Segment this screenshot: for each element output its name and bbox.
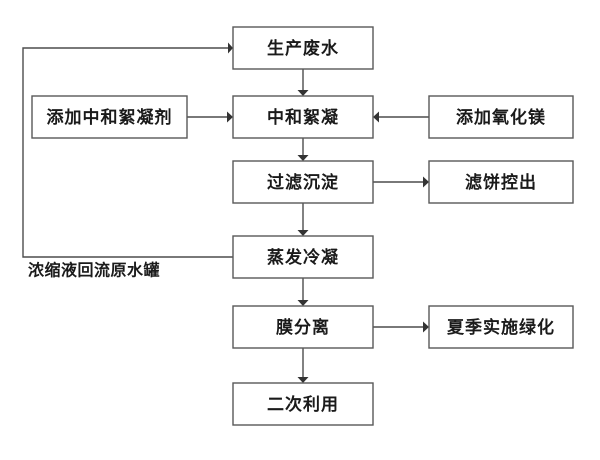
edge-magnesium-oxide-to-neutralization [373, 111, 429, 123]
node-summer-greening-label: 夏季实施绿化 [447, 317, 555, 338]
edge-filtration-to-evaporation [297, 203, 309, 236]
node-add-magnesium-oxide-label: 添加氧化镁 [456, 107, 546, 128]
edge-neutralization-to-filtration [297, 138, 309, 161]
edge-evaporation-to-membrane [297, 278, 309, 306]
node-membrane-separation-label: 膜分离 [276, 317, 330, 338]
edge-flocculant-to-neutralization [187, 111, 233, 123]
node-secondary-utilization[interactable]: 二次利用 [232, 382, 374, 426]
node-filter-cake-discharge[interactable]: 滤饼控出 [428, 160, 574, 204]
node-filtration-precipitation-label: 过滤沉淀 [267, 172, 339, 193]
edge-membrane-to-secondary-utilization [297, 348, 309, 383]
node-production-wastewater[interactable]: 生产废水 [232, 26, 374, 70]
node-membrane-separation[interactable]: 膜分离 [232, 305, 374, 349]
node-add-magnesium-oxide[interactable]: 添加氧化镁 [428, 95, 574, 139]
node-add-neutralizing-flocculant-label: 添加中和絮凝剂 [47, 107, 173, 128]
node-evaporation-condensation-label: 蒸发冷凝 [267, 247, 339, 268]
node-summer-greening[interactable]: 夏季实施绿化 [428, 305, 574, 349]
node-filtration-precipitation[interactable]: 过滤沉淀 [232, 160, 374, 204]
edge-recycle-to-production-wastewater [22, 42, 233, 258]
node-filter-cake-discharge-label: 滤饼控出 [465, 172, 537, 193]
node-add-neutralizing-flocculant[interactable]: 添加中和絮凝剂 [31, 95, 188, 139]
node-neutralization-flocculation-label: 中和絮凝 [267, 107, 339, 128]
concentrate-return-label: 浓缩液回流原水罐 [28, 261, 160, 280]
node-neutralization-flocculation[interactable]: 中和絮凝 [232, 95, 374, 139]
edge-membrane-to-greening [373, 321, 429, 333]
node-secondary-utilization-label: 二次利用 [267, 394, 339, 415]
edge-filtration-to-filter-cake [373, 176, 429, 188]
node-production-wastewater-label: 生产废水 [267, 38, 339, 59]
node-evaporation-condensation[interactable]: 蒸发冷凝 [232, 235, 374, 279]
edge-production-wastewater-to-neutralization [297, 69, 309, 96]
